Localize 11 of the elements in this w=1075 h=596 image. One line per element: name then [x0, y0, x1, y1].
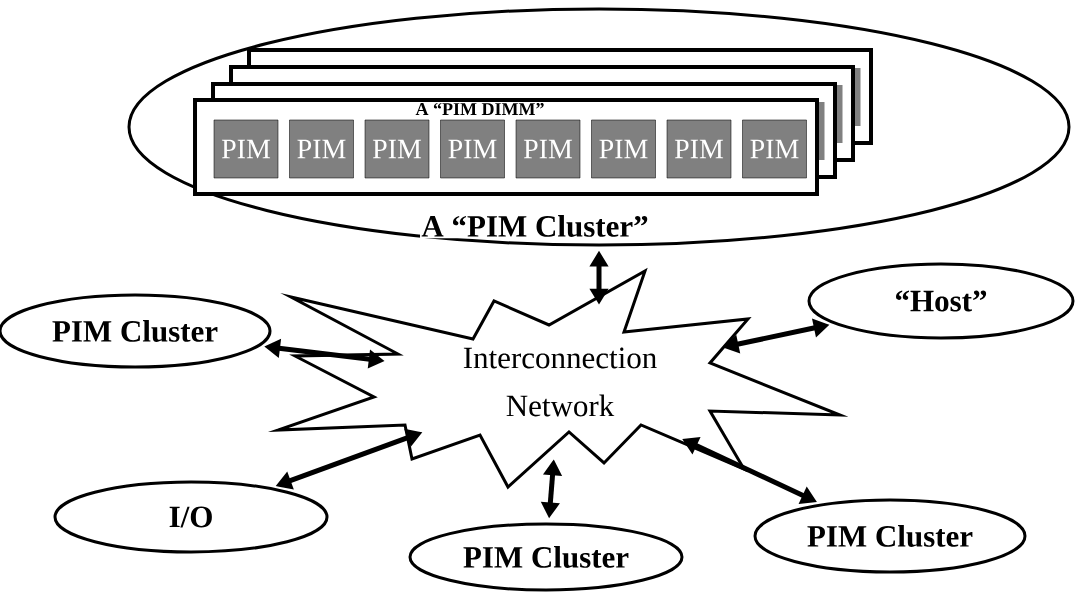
network-burst: Interconnection Network [267, 267, 849, 490]
chip: PIM [515, 119, 581, 179]
chip: PIM [591, 119, 656, 179]
chip: PIM [440, 119, 505, 179]
chip: PIM [364, 119, 430, 179]
chip: PIM [213, 119, 279, 179]
chip: PIM [289, 119, 354, 179]
chip: PIM [742, 119, 807, 179]
cluster-label: A “PIM Cluster” [420, 213, 650, 239]
board-label: A “PIM DIMM” [415, 103, 544, 115]
chip: PIM [666, 119, 732, 179]
